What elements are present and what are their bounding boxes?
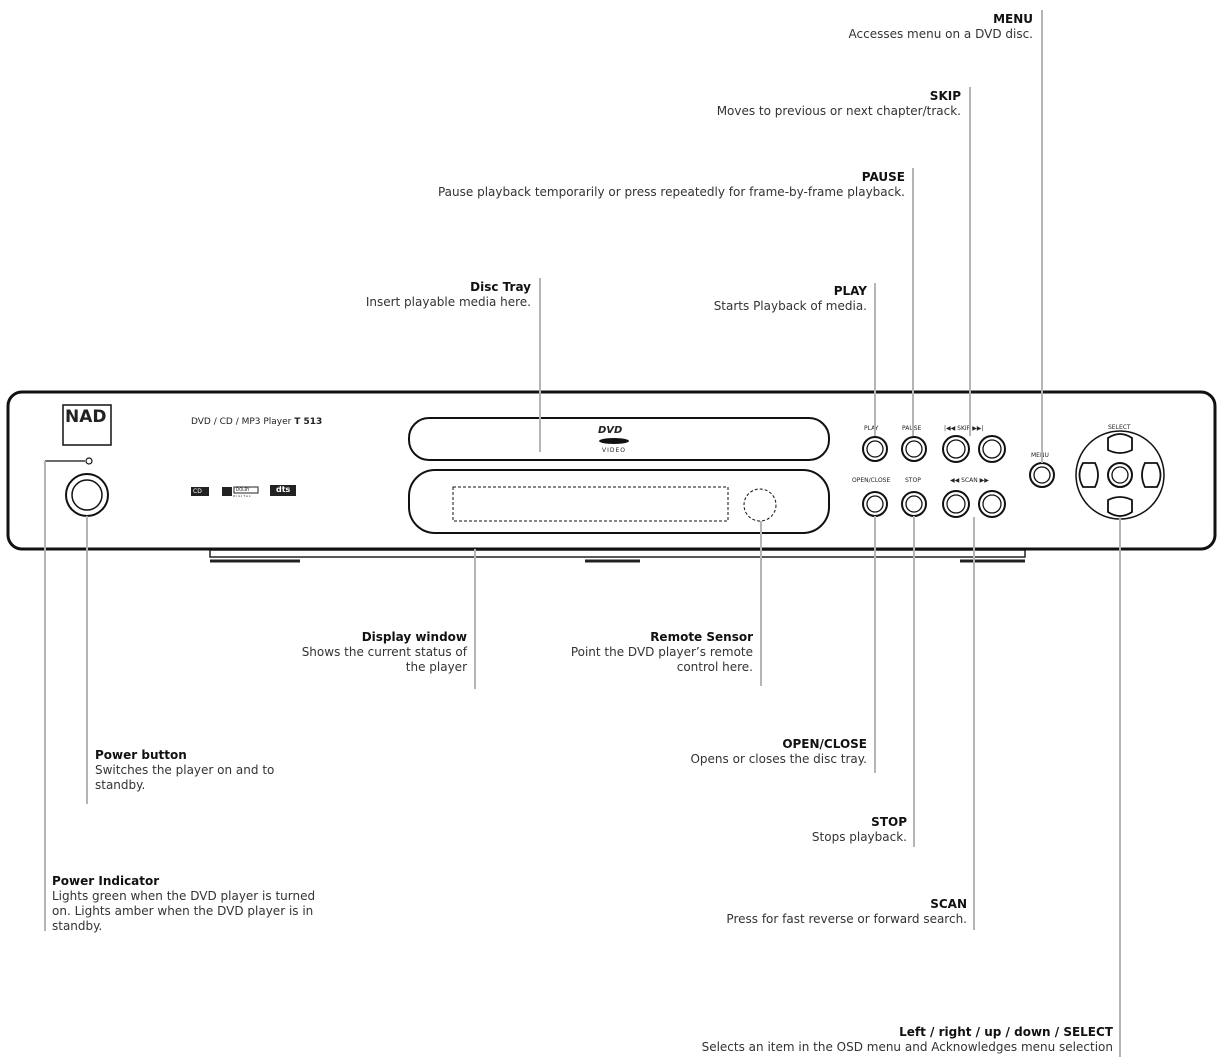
play-leader (874, 283, 876, 436)
menu-callout: MENU Accesses menu on a DVD disc. (849, 12, 1033, 42)
display-window (452, 486, 729, 522)
menu-button (1029, 462, 1055, 488)
stop-callout: STOP Stops playback. (812, 815, 907, 845)
select-desc: Selects an item in the OSD menu and Ackn… (701, 1040, 1113, 1054)
skip-leader (969, 87, 971, 436)
select-callout: Left / right / up / down / SELECT Select… (702, 1025, 1113, 1055)
pause-desc: Pause playback temporarily or press repe… (437, 185, 905, 199)
menu-label: MENU (1031, 452, 1049, 459)
play-callout: PLAY Starts Playback of media. (714, 284, 867, 314)
skip-desc: Moves to previous or next chapter/track. (716, 104, 961, 118)
dolby-digital-label: D I G I T A L (233, 494, 251, 498)
remote-sensor-title: Remote Sensor (650, 630, 753, 644)
play-title: PLAY (833, 284, 867, 298)
power-indicator-desc-1: Lights green when the DVD player is turn… (52, 889, 316, 903)
open-close-title: OPEN/CLOSE (782, 737, 867, 751)
select-leader (1119, 517, 1121, 1057)
dvd-logo-bottom: VIDEO (602, 447, 627, 454)
scan-buttons (942, 490, 1006, 518)
scan-callout: SCAN Press for fast reverse or forward s… (726, 897, 967, 927)
display-window-title: Display window (361, 630, 467, 644)
nav-right-button (1141, 462, 1162, 488)
power-button-desc-1: Switches the player on and to (95, 763, 275, 777)
nav-up-button (1107, 433, 1133, 454)
stop-label: STOP (905, 477, 921, 484)
remote-sensor-callout: Remote Sensor Point the DVD player’s rem… (571, 630, 753, 675)
open-close-leader (874, 516, 876, 773)
cd-logo-label: CD (193, 488, 202, 495)
scan-title: SCAN (930, 897, 967, 911)
nad-logo: NAD (65, 407, 107, 427)
power-button-leader (86, 516, 88, 804)
remote-sensor-desc-1: Point the DVD player’s remote (570, 645, 753, 659)
model-label: DVD / CD / MP3 Player T 513 (191, 417, 322, 427)
display-window-desc-2: the player (405, 660, 467, 674)
power-indicator-callout: Power Indicator Lights green when the DV… (52, 874, 315, 934)
dts-logo (270, 485, 296, 496)
stop-desc: Stops playback. (811, 830, 907, 844)
menu-leader (1041, 10, 1043, 463)
navigation-pad (1075, 430, 1165, 520)
scan-desc: Press for fast reverse or forward search… (726, 912, 967, 926)
play-label: PLAY (864, 425, 879, 432)
power-button-callout: Power button Switches the player on and … (95, 748, 274, 793)
remote-sensor-leader (760, 521, 762, 686)
pause-label: PAUSE (902, 425, 921, 432)
display-window-desc-1: Shows the current status of (301, 645, 467, 659)
dolby-logo (222, 487, 232, 496)
power-button-desc-2: standby. (95, 778, 146, 792)
power-button (65, 473, 109, 517)
display-window-leader (474, 549, 476, 689)
cd-logo (191, 487, 209, 496)
open-close-callout: OPEN/CLOSE Opens or closes the disc tray… (690, 737, 867, 767)
stop-title: STOP (871, 815, 907, 829)
menu-desc: Accesses menu on a DVD disc. (848, 27, 1033, 41)
select-label: SELECT (1108, 424, 1131, 431)
pause-title: PAUSE (861, 170, 905, 184)
stop-button (901, 491, 927, 517)
open-close-desc: Opens or closes the disc tray. (690, 752, 867, 766)
disc-tray-leader (539, 278, 541, 452)
open-close-label: OPEN/CLOSE (852, 477, 891, 484)
power-indicator-leader (44, 461, 46, 931)
model-number: T 513 (294, 417, 323, 427)
skip-label: |◀◀ SKIP ▶▶| (944, 425, 984, 432)
nav-left-button (1078, 462, 1099, 488)
skip-callout: SKIP Moves to previous or next chapter/t… (717, 89, 961, 119)
stop-leader (913, 516, 915, 847)
menu-title: MENU (993, 12, 1033, 26)
disc-tray-callout: Disc Tray Insert playable media here. (366, 280, 531, 310)
scan-leader (973, 517, 975, 930)
scan-label: ◀◀ SCAN ▶▶ (950, 477, 989, 484)
play-button (862, 436, 888, 462)
model-prefix: DVD / CD / MP3 Player (191, 417, 292, 427)
display-panel (408, 469, 830, 534)
dvd-logo-top: DVD (598, 425, 623, 436)
dolby-label: DOLBY (236, 487, 250, 492)
disc-tray-title: Disc Tray (470, 280, 531, 294)
display-window-callout: Display window Shows the current status … (302, 630, 467, 675)
power-indicator-title: Power Indicator (52, 874, 160, 888)
skip-title: SKIP (929, 89, 961, 103)
open-close-button (862, 491, 888, 517)
power-button-title: Power button (95, 748, 187, 762)
power-indicator-led (85, 457, 93, 465)
skip-buttons (942, 435, 1006, 463)
power-indicator-desc-3: standby. (52, 919, 103, 933)
nav-down-button (1107, 496, 1133, 517)
nad-logo-box (62, 404, 112, 446)
dts-label: dts (276, 485, 291, 494)
select-title: Left / right / up / down / SELECT (899, 1025, 1113, 1039)
disc-tray-desc: Insert playable media here. (365, 295, 531, 309)
pause-button (901, 436, 927, 462)
remote-sensor-desc-2: control here. (676, 660, 753, 674)
remote-sensor (743, 488, 777, 522)
pause-leader (912, 168, 914, 436)
pause-callout: PAUSE Pause playback temporarily or pres… (438, 170, 905, 200)
power-indicator-desc-2: on. Lights amber when the DVD player is … (52, 904, 314, 918)
play-desc: Starts Playback of media. (713, 299, 867, 313)
device-base (209, 549, 1026, 558)
